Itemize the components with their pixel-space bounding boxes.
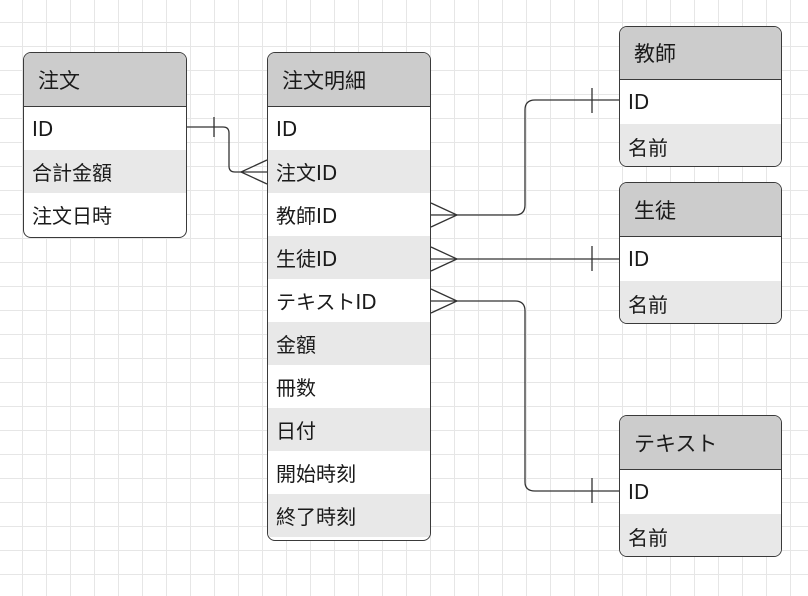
entity-orders[interactable]: 注文 ID 合計金額 注文日時 xyxy=(23,52,187,238)
entity-teachers[interactable]: 教師 ID 名前 xyxy=(619,26,782,167)
many-marker xyxy=(239,159,268,185)
entity-texts[interactable]: テキスト ID 名前 xyxy=(619,415,782,557)
many-marker xyxy=(430,246,459,272)
field-name: 名前 xyxy=(620,514,781,556)
many-marker xyxy=(430,202,459,228)
entity-title: 生徒 xyxy=(620,183,781,237)
entity-title: 注文 xyxy=(24,53,186,107)
field-id: ID xyxy=(32,116,54,141)
field-quantity: 冊数 xyxy=(276,376,316,400)
field-amount: 金額 xyxy=(268,322,430,365)
field-id: ID xyxy=(628,247,650,271)
relation-texts-details xyxy=(430,288,619,503)
field-id: ID xyxy=(628,90,650,114)
entity-order-details[interactable]: 注文明細 ID 注文ID 教師ID 生徒ID テキストID 金額 冊数 日付 開… xyxy=(267,52,431,541)
relation-teachers-details xyxy=(430,88,619,228)
entity-title: テキスト xyxy=(620,416,781,470)
entity-title: 教師 xyxy=(620,27,781,80)
field-id: ID xyxy=(276,116,298,141)
many-marker xyxy=(430,288,459,314)
field-text-id: テキストID xyxy=(276,290,377,314)
entity-title: 注文明細 xyxy=(268,53,430,107)
field-id: ID xyxy=(628,480,650,504)
field-name: 名前 xyxy=(620,281,781,323)
field-date: 日付 xyxy=(268,408,430,451)
field-total-amount: 合計金額 xyxy=(24,150,186,193)
relation-students-details xyxy=(430,246,619,272)
field-student-id: 生徒ID xyxy=(268,236,430,279)
field-end-time: 終了時刻 xyxy=(268,494,430,537)
field-teacher-id: 教師ID xyxy=(276,204,338,228)
field-order-id: 注文ID xyxy=(268,150,430,193)
field-name: 名前 xyxy=(620,124,781,166)
field-order-datetime: 注文日時 xyxy=(32,204,112,228)
relation-orders-details xyxy=(187,117,268,185)
field-start-time: 開始時刻 xyxy=(276,462,356,486)
entity-students[interactable]: 生徒 ID 名前 xyxy=(619,182,782,324)
